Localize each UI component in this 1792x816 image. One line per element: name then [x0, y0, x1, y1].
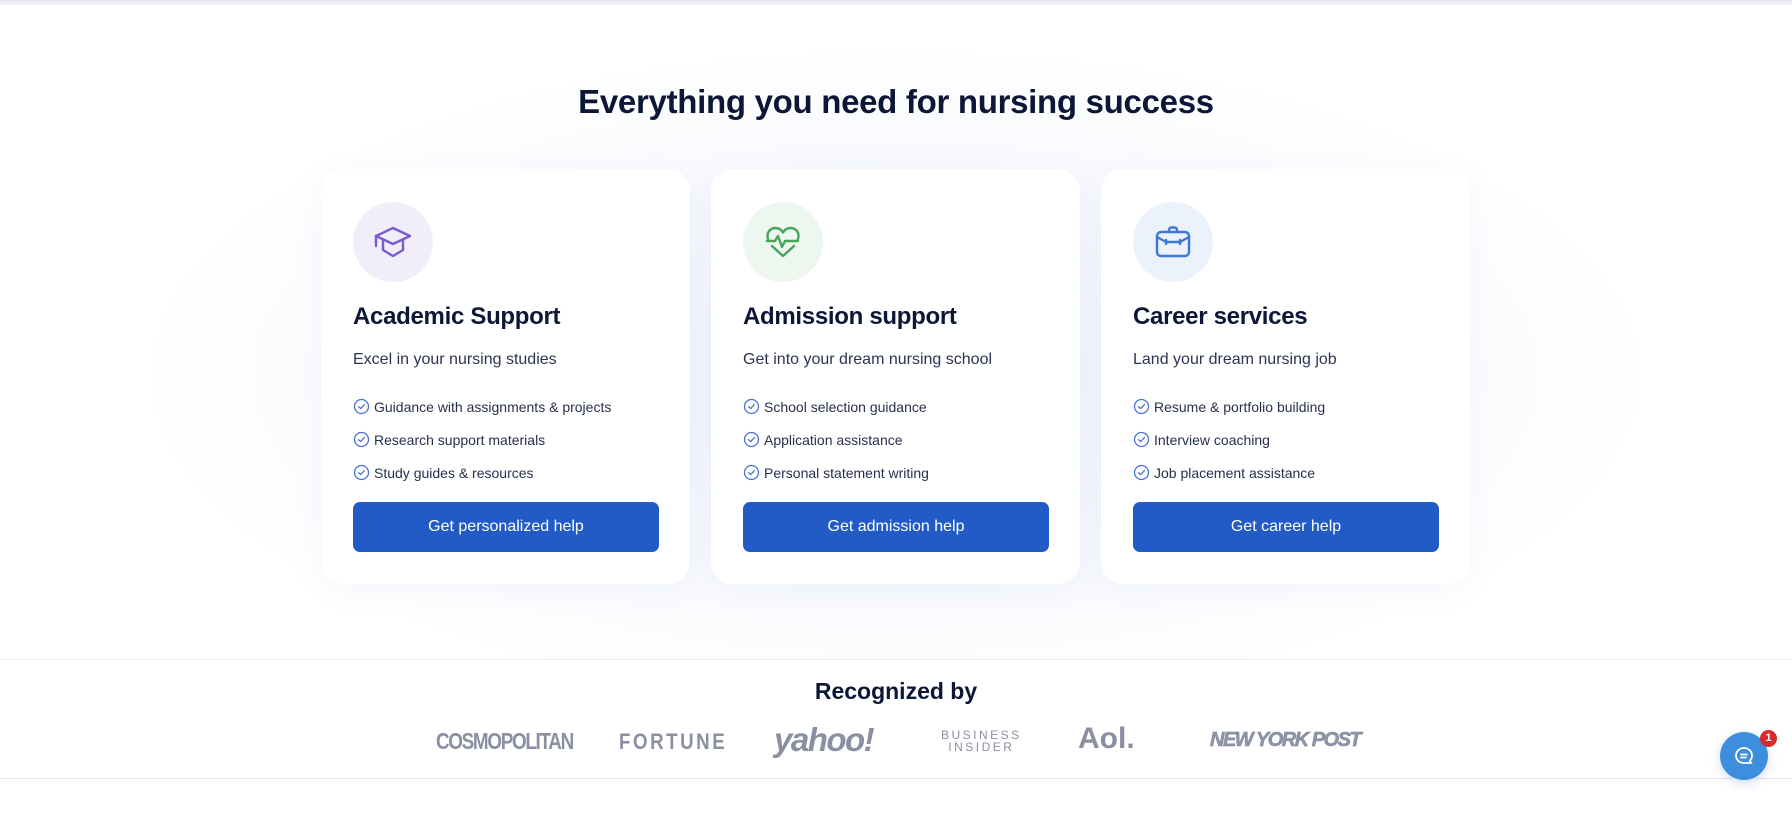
fortune-logo: FORTUNE	[619, 729, 728, 754]
get-admission-help-button[interactable]: Get admission help	[743, 502, 1049, 552]
feature-item: School selection guidance	[743, 390, 929, 423]
get-personalized-help-button[interactable]: Get personalized help	[353, 502, 659, 552]
feature-text: Personal statement writing	[764, 464, 929, 481]
yahoo-logo: yahoo!	[774, 721, 875, 758]
card-academic-support: Academic Support Excel in your nursing s…	[321, 169, 690, 584]
check-circle-icon	[1133, 464, 1150, 481]
aol-logo: Aol.	[1078, 722, 1135, 755]
business-insider-logo: BUSINESS INSIDER	[941, 729, 1022, 753]
new-york-post-logo: NEW YORK POST	[1210, 729, 1362, 752]
feature-text: Resume & portfolio building	[1154, 398, 1326, 415]
check-circle-icon	[743, 464, 760, 481]
check-circle-icon	[743, 431, 760, 448]
chat-bubble-icon	[1735, 747, 1753, 764]
icon-circle	[353, 202, 433, 282]
feature-text: Application assistance	[764, 431, 903, 448]
feature-list: Resume & portfolio building Interview co…	[1133, 390, 1325, 489]
cosmopolitan-logo: COSMOPOLITAN	[436, 728, 574, 754]
card-subtitle: Get into your dream nursing school	[743, 351, 993, 368]
briefcase-icon	[1155, 226, 1191, 258]
card-title: Career services	[1133, 303, 1308, 330]
check-circle-icon	[1133, 398, 1150, 415]
top-shadow-strip	[0, 0, 1792, 5]
heart-pulse-icon	[765, 226, 800, 258]
card-subtitle: Land your dream nursing job	[1133, 351, 1337, 368]
check-circle-icon	[353, 398, 370, 415]
feature-item: Job placement assistance	[1133, 456, 1325, 489]
notification-badge: 1	[1760, 730, 1777, 747]
card-career-services: Career services Land your dream nursing …	[1101, 169, 1470, 584]
get-career-help-button[interactable]: Get career help	[1133, 502, 1439, 552]
services-section: Everything you need for nursing success …	[0, 5, 1792, 659]
section-divider	[0, 659, 1792, 660]
feature-item: Resume & portfolio building	[1133, 390, 1325, 423]
feature-item: Research support materials	[353, 423, 611, 456]
feature-text: Guidance with assignments & projects	[374, 398, 612, 415]
card-subtitle: Excel in your nursing studies	[353, 351, 557, 368]
feature-text: School selection guidance	[764, 398, 927, 415]
feature-list: School selection guidance Application as…	[743, 390, 929, 489]
graduation-cap-icon	[374, 226, 412, 258]
card-admission-support: Admission support Get into your dream nu…	[711, 169, 1080, 584]
feature-text: Study guides & resources	[374, 464, 534, 481]
check-circle-icon	[743, 398, 760, 415]
logo-line: BUSINESS	[941, 728, 1022, 742]
icon-circle	[743, 202, 823, 282]
feature-text: Research support materials	[374, 431, 546, 448]
feature-item: Application assistance	[743, 423, 929, 456]
feature-text: Job placement assistance	[1154, 464, 1316, 481]
feature-text: Interview coaching	[1154, 431, 1270, 448]
feature-item: Personal statement writing	[743, 456, 929, 489]
check-circle-icon	[353, 464, 370, 481]
check-circle-icon	[353, 431, 370, 448]
section-headline: Everything you need for nursing success	[578, 83, 1214, 120]
feature-item: Interview coaching	[1133, 423, 1325, 456]
feature-item: Study guides & resources	[353, 456, 611, 489]
card-title: Admission support	[743, 303, 957, 330]
logo-line: INSIDER	[948, 740, 1015, 754]
feature-item: Guidance with assignments & projects	[353, 390, 611, 423]
service-cards: Academic Support Excel in your nursing s…	[321, 169, 1470, 584]
recognized-by-heading: Recognized by	[814, 678, 978, 704]
footer-divider	[0, 778, 1792, 779]
icon-circle	[1133, 202, 1213, 282]
feature-list: Guidance with assignments & projects Res…	[353, 390, 611, 489]
card-title: Academic Support	[353, 303, 561, 330]
check-circle-icon	[1133, 431, 1150, 448]
